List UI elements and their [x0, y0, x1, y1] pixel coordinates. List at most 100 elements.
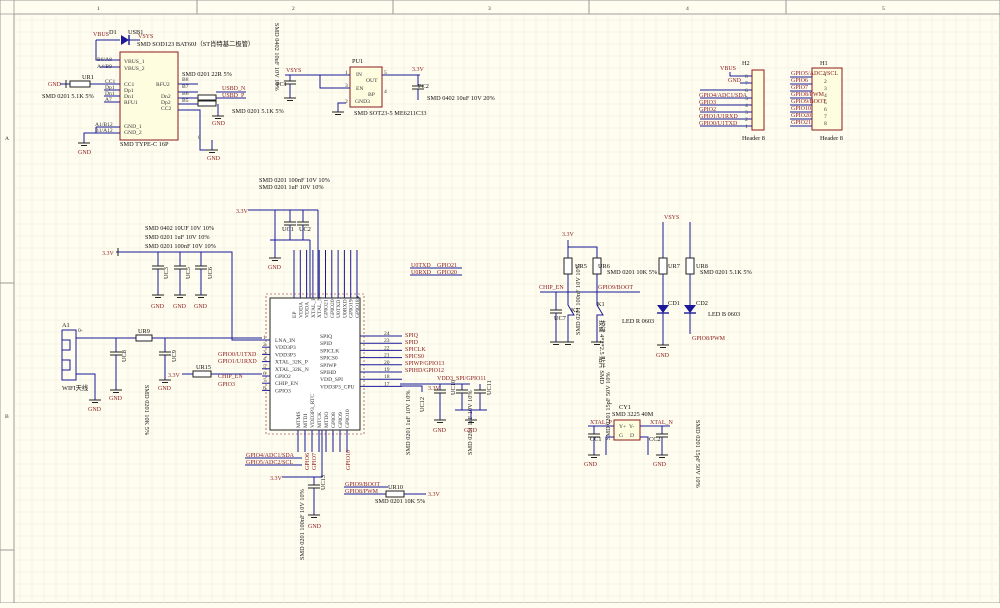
mcu-outline [265, 293, 365, 435]
h2-body [751, 69, 765, 131]
net-spid: SPID [405, 340, 419, 346]
uc9-ref: UC9 [171, 350, 178, 362]
uc8-gnd: GND [109, 396, 123, 402]
resistor-ur9[interactable] [135, 334, 153, 342]
crystal-xtal-n: XTAL_N [650, 420, 674, 426]
ur1-gnd-label: GND [48, 82, 62, 88]
net-gpio3-mcu: GPIO3 [218, 382, 235, 388]
ur8-ref: UR8 [696, 263, 708, 270]
header-h1[interactable]: H1 Header 8 GPIO5/ADC2/SCL GPIO6 GPIO7 G… [790, 60, 843, 142]
net-vdd-spi: VDD3_SPI/GPIO11 [437, 376, 486, 382]
uc1-ref: UC1 [282, 226, 294, 233]
net-cpu-3v3: 3.3V [428, 386, 441, 392]
mcu-top-pin-name: U0RXD [342, 299, 348, 318]
resistor-ur5[interactable] [563, 257, 573, 275]
mcu-left-pin-name: VDD3P3 [275, 345, 296, 351]
resistor-ur3[interactable] [197, 100, 217, 107]
grid [14, 14, 1000, 603]
uc6-desc: SMD 0201 100nF 10V 10% [145, 243, 217, 250]
spi-decoupling-caps[interactable]: UC12 UC10 UC11 SMD 0201 1uF 10V 10% SMD … [405, 380, 493, 455]
usb-pin-b1a12: B1/A12 [95, 128, 113, 134]
resistor-ur1[interactable] [69, 80, 91, 88]
resistor-ur7[interactable] [658, 257, 668, 275]
resistor-ur2[interactable] [197, 94, 217, 101]
usb-pin-a7: A7 [105, 97, 112, 103]
net-u0rxd: U0RXD [411, 270, 432, 276]
uc12-gnd: GND [433, 428, 447, 434]
antenna-desc: WIFI天线 [62, 383, 89, 392]
uc3-ref: UC3 [163, 267, 170, 279]
uc11-ref: UC11 [486, 380, 493, 395]
mcu-left-pin-name: CHIP_EN [275, 381, 298, 387]
ur5-ref: UR5 [575, 263, 587, 270]
diode-desc: SMD SOD123 BAT60J（ST肖特基二极管） [137, 39, 254, 48]
resistor-ur8[interactable] [685, 257, 695, 275]
h1-net-gpio9: GPIO9/BOOT [791, 99, 826, 105]
button-section[interactable]: 3.3V UR5 UR6 SMD 0201 10K 5% CHIP_EN GPI… [539, 232, 658, 384]
ur2-desc: SMD 0201 22R 5% [182, 71, 233, 78]
led-section[interactable]: VSYS UR7 UR8 SMD 0201 5.1K 5% CD1 CD2 LE… [622, 215, 753, 359]
mcu-right-pin-num: 23 [384, 338, 390, 344]
mcu-top-gnd: GND [268, 265, 282, 271]
resistor-ur15[interactable] [192, 370, 212, 378]
usb-zero-label: 0 [198, 135, 201, 141]
net-gpio20: GPIO20 [437, 270, 457, 276]
h2-net-gnd: GND [728, 78, 742, 84]
ur9-ref: UR9 [138, 328, 150, 335]
mcu-right-pin-num: 24 [384, 331, 390, 337]
net-chip-en-mcu: CHIP_EN [218, 374, 243, 380]
usb-name-vbus2: VBUS_2 [124, 66, 145, 72]
net-gpio10-mcu: GPIO10 [346, 450, 352, 470]
usb-gnd-label: GND [78, 150, 92, 156]
mcu-right-pin-name: VDD3P3_CPU [320, 384, 355, 390]
pc1-desc: SMD 0402 10uF 10V 10% [273, 23, 280, 92]
header-h2[interactable]: H2 Header 8 VBUS GND GPIO4/ADC1/SDA GPIO… [699, 60, 765, 142]
cc1-gnd: GND [584, 462, 598, 468]
mcu-left-pin-name: XTAL_32K_P [275, 360, 308, 366]
h1-num-8: 8 [824, 121, 827, 127]
usb-name-gnd2: GND_2 [124, 130, 142, 136]
usb-name-rfu1: RFU1 [124, 100, 138, 106]
btn-chip-en: CHIP_EN [539, 285, 564, 291]
mcu-decoupling-caps[interactable]: SMD 0402 10UF 10V 10% SMD 0201 1uF 10V 1… [102, 225, 262, 341]
h1-num-7: 7 [824, 114, 827, 120]
mcu-bottom-pin-name: GPIO8 [331, 412, 337, 428]
mcu-top-pin-name: XTAL_N [317, 297, 323, 318]
h2-num-6: 6 [745, 88, 748, 94]
mcu-right-pin-num: 22 [384, 345, 390, 351]
uc5-gnd: GND [173, 304, 187, 310]
mcu-left-pin-num: 8 [263, 385, 266, 391]
led-vsys: VSYS [664, 215, 679, 221]
crystal-pin-g: G [619, 433, 623, 439]
led-blue-icon [684, 305, 696, 313]
mcu-left-pin-num: 5 [263, 364, 266, 370]
crystal-section[interactable]: CY1 SMD 3225 40M Y+ Y- G D XTAL_P XTAL_N… [584, 371, 701, 488]
mcu-right-pin-num: 20 [384, 360, 390, 366]
mcu-top-pin-name: U0TXD [336, 300, 342, 318]
crystal-xtal-p: XTAL_P [590, 420, 613, 426]
cc2-ref: CC2 [649, 436, 661, 443]
uc6-ref: UC6 [207, 267, 214, 279]
usb-package: SMD TYPE-C 16P [120, 141, 169, 148]
ldo-ref: PU1 [352, 58, 363, 65]
mcu-esp32c3[interactable]: SMD 0201 100nF 10V 10% SMD 0201 1uF 10V … [218, 177, 493, 560]
uc1-desc: SMD 0201 100nF 10V 10% [259, 177, 331, 184]
resistor-ur10[interactable] [385, 490, 405, 498]
mcu-bottom-pin-name: GPIO9 [338, 412, 344, 428]
mcu-right-pin-name: VDD_SPI [320, 377, 343, 383]
mcu-body [269, 297, 361, 431]
decoup-3v3: 3.3V [102, 251, 115, 257]
mcu-top-pin-name: VDDA [305, 302, 311, 318]
h1-net-gpio7: GPIO7 [791, 85, 808, 91]
mcu-left-pin-name: VDD3P3 [275, 352, 296, 358]
mcu-bottom-pin-name: MTCK [317, 412, 323, 428]
led-red-icon [657, 305, 669, 313]
ldo-regulator[interactable]: SMD 0402 10uF 10V 10% VSYS PC1 PU1 IN EN… [273, 23, 496, 117]
ldo-num-4: 4 [384, 89, 387, 95]
cc2-desc: SMD 0201 15pF 50V 10% [694, 420, 701, 489]
mcu-right-pin-num: 19 [384, 367, 390, 373]
wifi-antenna[interactable]: A1 WIFI天线 0- UR9 UC8 UC9 GND GND GND UR1… [61, 322, 262, 436]
usb-typec-connector[interactable]: VBUS D1 USB1 VSYS SMD SOD123 BAT60J（ST肖特… [42, 29, 285, 162]
ldo-vsys-label: VSYS [286, 68, 301, 74]
